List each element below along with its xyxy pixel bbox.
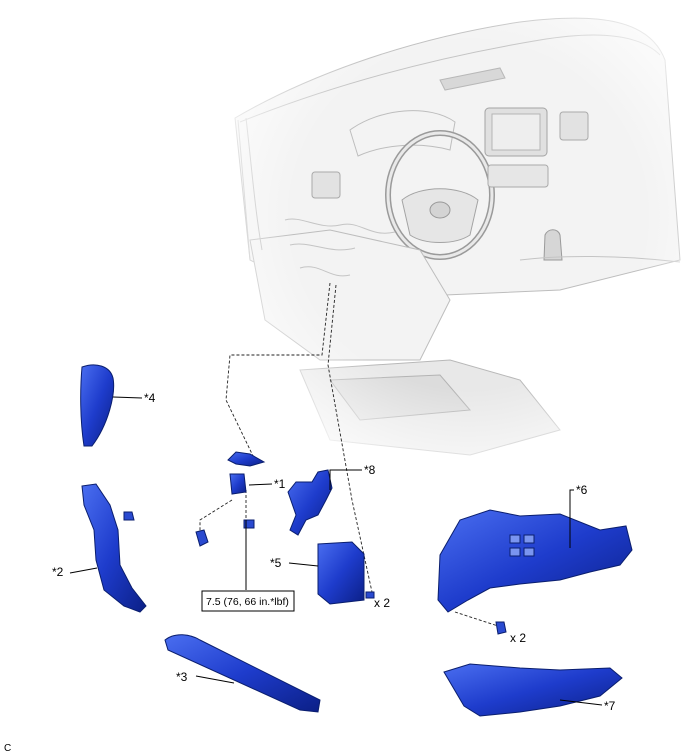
part-6-switch-holes xyxy=(509,534,535,557)
part-3-scuff-plate xyxy=(164,634,321,713)
torque-spec-text: 7.5 (76, 66 in.*lbf) xyxy=(206,596,289,608)
part-7-lower-panel-bottom xyxy=(443,663,623,717)
quantity-part-5-bolts: x 2 xyxy=(374,596,390,610)
vehicle-interior-illustration xyxy=(200,0,688,480)
part-8-bracket xyxy=(287,469,333,536)
dashed-line-ecu xyxy=(327,284,373,593)
part-5-body-ecu xyxy=(317,541,365,605)
part-6-bolt xyxy=(495,621,507,635)
part-5-bolt xyxy=(365,591,375,599)
label-part-6: *6 xyxy=(576,483,588,497)
illustration-code: C xyxy=(4,743,11,754)
part-6-lower-instrument-panel xyxy=(437,509,633,613)
label-part-2: *2 xyxy=(52,565,64,579)
label-part-5: *5 xyxy=(270,556,282,570)
dashed-line-panel-bolt xyxy=(454,611,499,627)
leader-lines xyxy=(69,396,603,706)
part-4-front-pillar-garnish xyxy=(80,364,115,447)
connection-lines xyxy=(199,282,499,627)
quantity-part-6-bolts: x 2 xyxy=(510,631,526,645)
label-part-3: *3 xyxy=(176,670,188,684)
part-1-assembly xyxy=(195,451,266,547)
part-2-clip xyxy=(123,511,135,521)
torque-spec-box xyxy=(201,590,295,612)
dashed-line-connector xyxy=(199,499,233,535)
label-part-7: *7 xyxy=(604,699,616,713)
dashed-line-bracket xyxy=(225,282,331,459)
label-part-1: *1 xyxy=(274,477,286,491)
label-part-4: *4 xyxy=(144,391,156,405)
part-2-cowl-side-trim xyxy=(81,483,147,613)
label-part-8: *8 xyxy=(364,463,376,477)
